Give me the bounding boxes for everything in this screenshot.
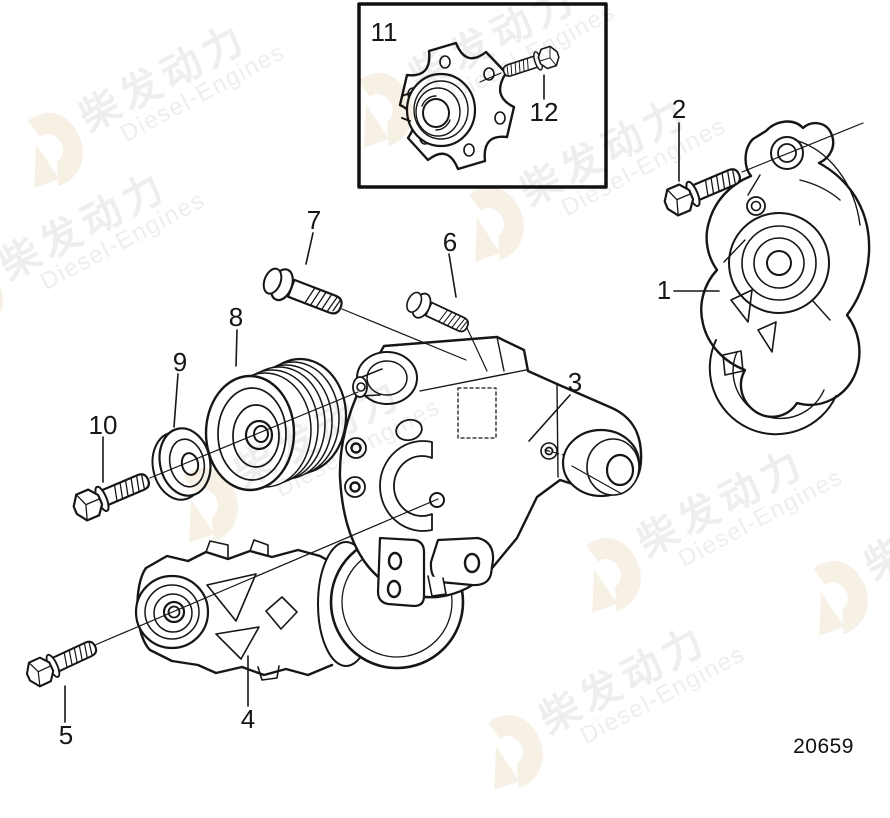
- callout-2: 2: [672, 94, 686, 124]
- callout-8: 8: [229, 302, 243, 332]
- part-8-pulley: [204, 357, 348, 492]
- callout-12: 12: [530, 97, 559, 127]
- callout-7: 7: [307, 205, 321, 235]
- part-7-bolt: [258, 262, 348, 324]
- callout-4: 4: [241, 704, 255, 734]
- assembly-axis-lines: [94, 72, 864, 646]
- callout-6: 6: [443, 227, 457, 257]
- part-5-bolt: [21, 633, 102, 691]
- part-10-bolt: [68, 465, 155, 525]
- callout-labels: 1 2 3 4 5 6 7 8 9 10 11 12: [59, 17, 686, 750]
- drawing-number: 20659: [793, 735, 854, 758]
- part-3-housing: [338, 335, 643, 608]
- part-1-bracket: [700, 120, 871, 436]
- callout-10: 10: [89, 410, 118, 440]
- callout-11: 11: [371, 17, 398, 47]
- part-11-hub: [398, 41, 516, 171]
- callout-3: 3: [568, 367, 582, 397]
- part-6-bolt: [402, 287, 474, 340]
- callout-1: 1: [657, 275, 671, 305]
- callout-5: 5: [59, 720, 73, 750]
- inset-detail-box: [357, 2, 608, 189]
- exploded-view-drawing: 1 2 3 4 5 6 7 8 9 10 11 12: [21, 2, 871, 750]
- callout-9: 9: [173, 347, 187, 377]
- part-12-bolt: [499, 44, 562, 83]
- callout-leader-lines: [64, 74, 720, 723]
